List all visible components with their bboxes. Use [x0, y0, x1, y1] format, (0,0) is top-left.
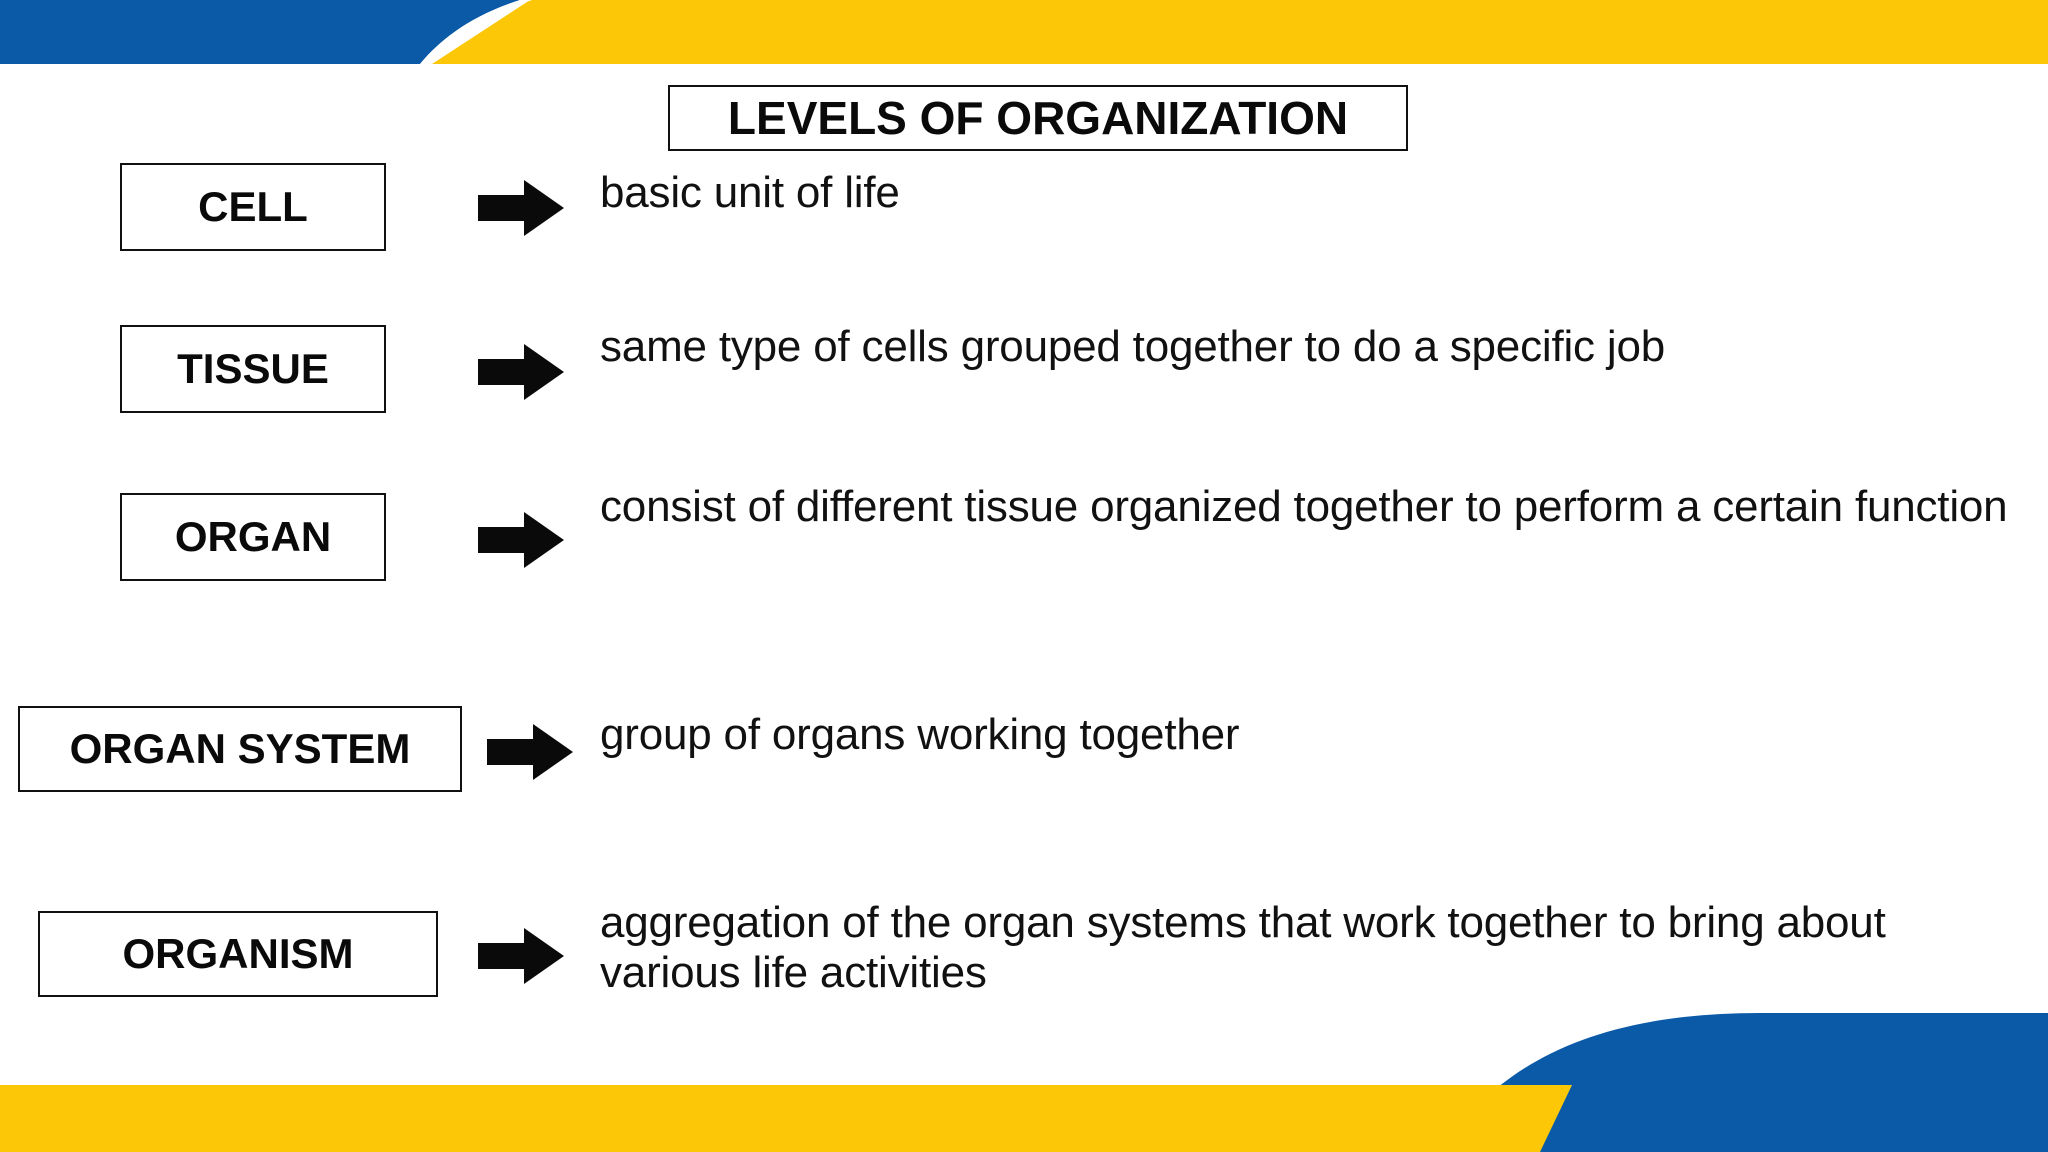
term-box-cell[interactable]: CELL	[120, 163, 386, 251]
description-cell: basic unit of life	[600, 168, 900, 217]
right-arrow-icon	[487, 724, 573, 785]
term-label-cell: CELL	[198, 183, 308, 230]
top-banner-yellow-shape	[432, 0, 2048, 64]
top-banner	[0, 0, 2048, 64]
description-organism: aggregation of the organ systems that wo…	[600, 898, 1886, 998]
right-arrow-icon	[478, 512, 564, 573]
right-arrow-icon	[478, 928, 564, 989]
bottom-banner	[0, 1000, 2048, 1152]
term-box-organism[interactable]: ORGANISM	[38, 911, 438, 997]
term-box-tissue[interactable]: TISSUE	[120, 325, 386, 413]
right-arrow-icon	[478, 180, 564, 241]
bottom-banner-blue-shape	[1440, 1013, 2048, 1152]
top-banner-blue-shape	[0, 0, 520, 64]
term-label-organ-system: ORGAN SYSTEM	[69, 725, 411, 772]
term-label-organ: ORGAN	[174, 513, 332, 560]
term-box-organ-system[interactable]: ORGAN SYSTEM	[18, 706, 462, 792]
term-label-organism: ORGANISM	[122, 930, 354, 977]
term-box-organ[interactable]: ORGAN	[120, 493, 386, 581]
right-arrow-icon	[478, 344, 564, 405]
page-title-box: LEVELS OF ORGANIZATION	[668, 85, 1408, 151]
description-organ: consist of different tissue organized to…	[600, 482, 2008, 531]
top-banner-divider	[420, 0, 532, 64]
description-tissue: same type of cells grouped together to d…	[600, 322, 1665, 371]
page-title: LEVELS OF ORGANIZATION	[727, 92, 1349, 144]
bottom-banner-yellow-shape	[0, 1085, 1572, 1152]
description-organ-system: group of organs working together	[600, 710, 1240, 759]
term-label-tissue: TISSUE	[177, 345, 329, 392]
